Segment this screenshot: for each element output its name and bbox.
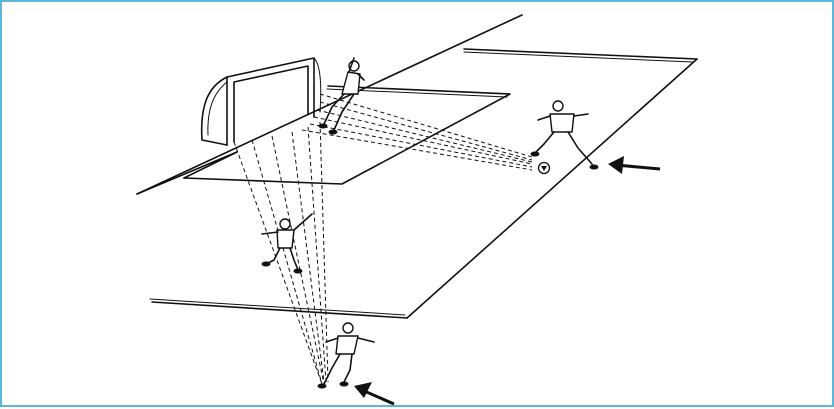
defender-figure-middle — [262, 214, 312, 273]
football — [539, 163, 550, 174]
arrow-icon — [608, 156, 660, 174]
goal — [202, 58, 321, 145]
arrow-icon — [354, 382, 394, 404]
penalty-area — [184, 86, 510, 184]
attacker-figure — [531, 101, 598, 169]
